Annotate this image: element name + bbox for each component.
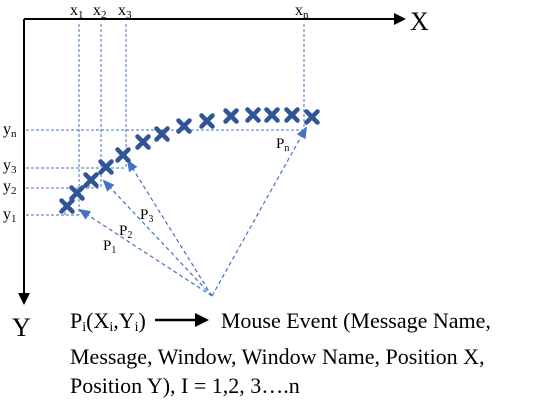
mouse-position-marker xyxy=(69,185,85,201)
mouse-position-marker xyxy=(223,108,239,124)
x-tick-x3: x3 xyxy=(118,2,132,21)
caption-p-sub: i xyxy=(82,320,87,335)
mouse-position-markers xyxy=(59,107,320,214)
caption-p: P xyxy=(70,308,83,333)
mouse-position-marker xyxy=(264,107,280,123)
caption-line-2: Message, Window, Window Name, Position X… xyxy=(70,344,485,369)
vector-p1 xyxy=(78,208,213,297)
mouse-position-marker xyxy=(59,198,75,214)
mouse-position-marker xyxy=(135,134,151,150)
y-tick-y3: y3 xyxy=(3,157,17,176)
vector-labels: P1 P2 P3 Pn xyxy=(103,136,289,256)
mouse-position-marker xyxy=(176,118,192,134)
mouse-position-marker xyxy=(154,126,170,142)
mouse-position-marker xyxy=(245,107,261,123)
vector-label-pn: Pn xyxy=(276,136,289,154)
mouse-position-marker xyxy=(199,113,215,129)
vector-label-p3: P3 xyxy=(140,207,153,225)
mouse-position-marker xyxy=(284,107,300,123)
vector-pn xyxy=(211,126,307,297)
caption-line-1-rest: Mouse Event (Message Name, xyxy=(220,308,491,333)
x-tick-x1: x1 xyxy=(70,2,84,21)
caption-comma: ,Y xyxy=(113,308,135,333)
x-axis-label: X xyxy=(410,7,429,36)
caption-open: (X xyxy=(86,308,110,333)
y-tick-labels: yn y3 y2 y1 xyxy=(3,121,17,225)
x-tick-x2: x2 xyxy=(93,2,107,21)
caption-line-1: Pi(Xi,Yi) Mouse Event (Message Name, xyxy=(70,306,548,342)
mouse-position-marker xyxy=(83,172,99,188)
y-tick-yn: yn xyxy=(3,121,17,140)
mouse-position-marker xyxy=(304,109,320,125)
right-arrow-icon xyxy=(155,313,210,327)
vector-p3 xyxy=(126,159,213,297)
y-tick-y2: y2 xyxy=(3,178,17,197)
guide-lines xyxy=(26,24,305,216)
caption-line-3: Position Y), I = 1,2, 3….n xyxy=(70,373,300,398)
caption-close: ) xyxy=(138,308,146,333)
caption-x-sub: i xyxy=(109,320,114,335)
axes: X Y xyxy=(12,7,429,342)
caption: Pi(Xi,Yi) Mouse Event (Message Name, Mes… xyxy=(70,306,548,400)
vector-p2 xyxy=(102,179,213,297)
vectors xyxy=(78,126,307,297)
mouse-position-marker xyxy=(115,147,131,163)
vector-label-p1: P1 xyxy=(103,238,116,256)
y-axis-label: Y xyxy=(12,313,31,342)
x-tick-xn: xn xyxy=(295,2,309,21)
x-tick-labels: x1 x2 x3 xn xyxy=(70,2,309,21)
vector-label-p2: P2 xyxy=(119,223,132,241)
caption-y-sub: i xyxy=(134,320,139,335)
mouse-position-marker xyxy=(98,159,114,175)
y-tick-y1: y1 xyxy=(3,206,17,225)
